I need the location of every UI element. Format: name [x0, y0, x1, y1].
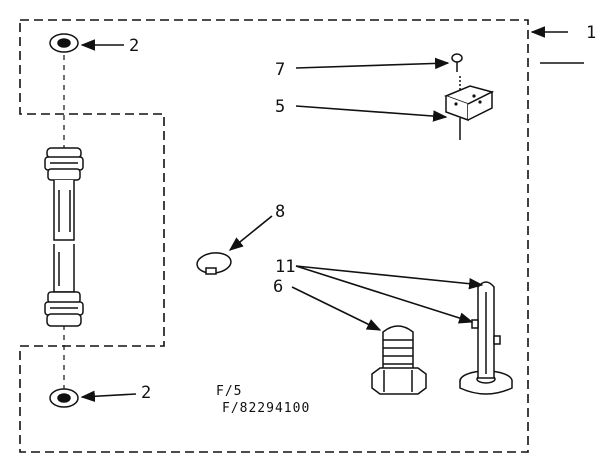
drain-hose: [44, 147, 84, 327]
svg-text:5: 5: [275, 97, 285, 117]
svg-text:8: 8: [275, 202, 285, 222]
svg-text:11: 11: [275, 257, 295, 277]
part-number-line-2: F/82294100: [222, 401, 310, 416]
foot-pad: [459, 281, 513, 395]
callout-2-bottom: 2: [80, 383, 151, 403]
washer-bottom: [49, 388, 79, 408]
callout-8: 8: [228, 202, 285, 251]
callout-1: 1: [530, 23, 596, 64]
washer-top: [49, 33, 79, 53]
svg-text:2: 2: [129, 36, 139, 56]
svg-text:2: 2: [141, 383, 151, 403]
svg-text:6: 6: [273, 277, 283, 297]
callout-6: 6: [273, 277, 382, 331]
callout-7: 7: [275, 57, 450, 80]
part-number-line-1: F/5: [216, 384, 242, 399]
svg-text:1: 1: [586, 23, 596, 43]
clamp-bracket: [443, 76, 495, 140]
callout-11: 11: [275, 257, 484, 324]
svg-text:7: 7: [275, 60, 285, 80]
hose-clamp-ring: [196, 252, 232, 275]
callout-2-top: 2: [80, 36, 139, 56]
screw: [451, 53, 463, 72]
leveling-leg: [371, 325, 427, 395]
callout-5: 5: [275, 97, 448, 122]
kit-boundary: [19, 19, 529, 453]
